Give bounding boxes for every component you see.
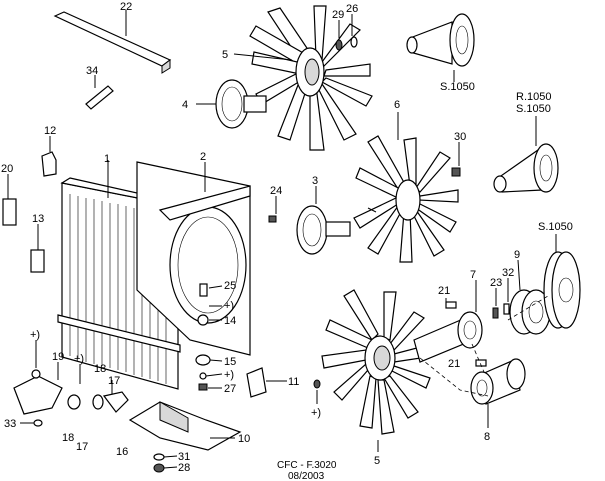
callout-25: 25 [224,280,236,292]
callout-14: 14 [224,315,236,327]
callout-6: 6 [394,99,400,111]
footer: CFC - F.3020 08/2003 [277,460,337,481]
callout-21a: 21 [438,285,450,297]
callout-15: 15 [224,356,236,368]
callout-33: 33 [4,418,16,430]
ref-s1050-top: S.1050 [440,81,475,93]
callout-21b: 21 [448,358,460,370]
callout-17a: 17 [108,375,120,387]
leader-5a [233,53,293,61]
callout-17b: 17 [76,441,88,453]
footer-date: 08/2003 [288,471,325,481]
part-coupling-7 [413,280,483,363]
part-pad-13 [30,224,45,273]
part-bolts-23-32 [492,278,510,319]
part-fan-clutch-3 [296,186,351,255]
ref-s1050-mid: S.1050 [516,103,551,115]
callout-34: 34 [86,65,98,77]
plus-5: +) [311,407,321,419]
dashed-alignment-lines [419,295,549,397]
callout-29: 29 [332,9,344,21]
callout-22: 22 [120,1,132,13]
plus-2: +) [224,300,234,312]
callout-27: 27 [224,383,236,395]
plus-4: +) [74,353,84,365]
part-hardware-25-14-15-27 [195,283,223,391]
footer-code: CFC - F.3020 [277,460,337,471]
callout-13: 13 [32,213,44,225]
callout-30: 30 [454,131,466,143]
part-pulley-9 [509,259,551,335]
callout-5a: 5 [222,49,228,61]
callout-5b: 5 [374,455,380,467]
callout-3: 3 [312,175,318,187]
part-fan-upper-5 [249,5,373,151]
callout-8: 8 [484,431,490,443]
callout-24: 24 [270,185,282,197]
callout-9: 9 [514,249,520,261]
part-fan-clutch-4 [196,79,267,129]
part-bracket-12 [41,136,57,177]
callout-16: 16 [116,446,128,458]
plus-3: +) [224,369,234,381]
callout-32: 32 [502,267,514,279]
callout-18b: 18 [62,432,74,444]
callout-labels: 22 34 12 1 2 20 13 24 25 +) 14 15 +) 27 … [1,1,573,474]
callout-7: 7 [470,269,476,281]
callout-23: 23 [490,277,502,289]
part-bolt-24 [268,196,277,223]
callout-1: 1 [104,153,110,165]
part-shroud-2 [136,161,251,356]
ref-s1050-right: S.1050 [538,221,573,233]
part-spacer-21a [445,298,457,309]
part-pad-20 [2,174,17,226]
part-bolt-30 [451,142,461,177]
plus-1: +) [30,329,40,341]
callout-18a: 18 [94,363,106,375]
callout-31: 31 [178,451,190,463]
part-washers-29-26 [335,14,358,51]
callout-2: 2 [200,151,206,163]
callout-20: 20 [1,163,13,175]
callout-11: 11 [288,376,299,388]
part-pulley-right [543,234,581,329]
part-strip-22 [53,10,172,74]
callout-26: 26 [346,3,358,15]
part-hub-mid [493,116,559,193]
part-hub-top [406,13,475,82]
leader-6 [367,207,377,213]
callout-19: 19 [52,351,64,363]
part-mount-16-19 [13,340,129,427]
part-pin-34 [85,75,114,110]
part-guard-10 [128,401,242,451]
callout-10: 10 [238,433,250,445]
part-fan-6 [353,112,459,263]
callout-28: 28 [178,462,190,474]
callout-12: 12 [44,125,56,137]
ref-r1050: R.1050 [516,91,551,103]
part-washers-31-28 [153,453,178,473]
callout-4: 4 [182,99,188,111]
part-coupling-8 [470,358,526,428]
part-pad-11 [246,367,287,398]
part-fan-lower-5 [313,289,435,452]
